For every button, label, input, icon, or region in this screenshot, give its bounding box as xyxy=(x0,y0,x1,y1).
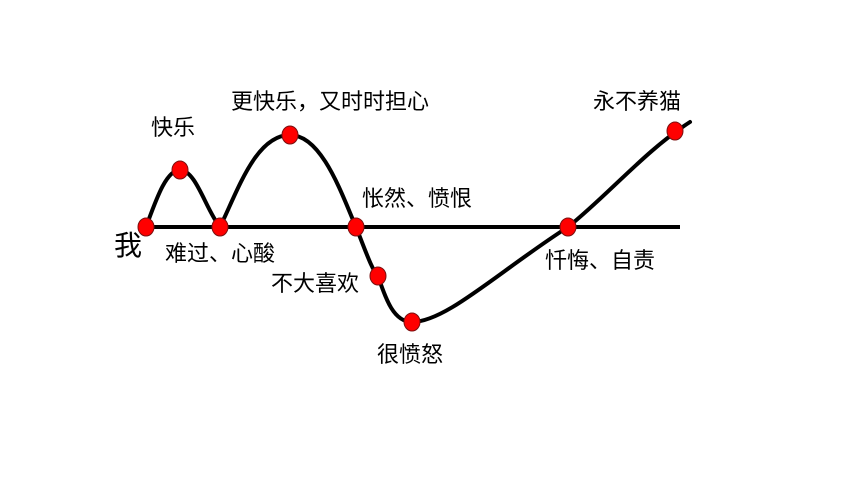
emotion-curve xyxy=(144,120,692,325)
curve-dot-happier xyxy=(281,125,299,145)
curve-dot-happy xyxy=(171,160,189,180)
node-label-sad: 难过、心酸 xyxy=(165,242,276,267)
curve-dots xyxy=(137,121,684,332)
node-label-repent: 忏悔、自责 xyxy=(545,249,656,274)
node-label-never: 永不养猫 xyxy=(593,90,682,115)
node-label-angry: 很愤怒 xyxy=(377,343,444,368)
curve-dot-start xyxy=(137,217,155,237)
node-label-dislike: 不大喜欢 xyxy=(271,272,360,297)
curve-dot-repent xyxy=(559,217,577,237)
node-label-happier: 更快乐，又时时担心 xyxy=(231,90,430,115)
node-label-regret: 怅然、愤恨 xyxy=(362,187,473,212)
node-label-happy: 快乐 xyxy=(151,116,196,141)
curve-dot-dislike xyxy=(369,266,387,286)
curve-dot-angry xyxy=(403,312,421,332)
start-label: 我 xyxy=(114,229,143,262)
curve-dot-sad xyxy=(211,217,229,237)
curve-dot-never xyxy=(666,121,684,141)
curve-dot-regret xyxy=(347,217,365,237)
